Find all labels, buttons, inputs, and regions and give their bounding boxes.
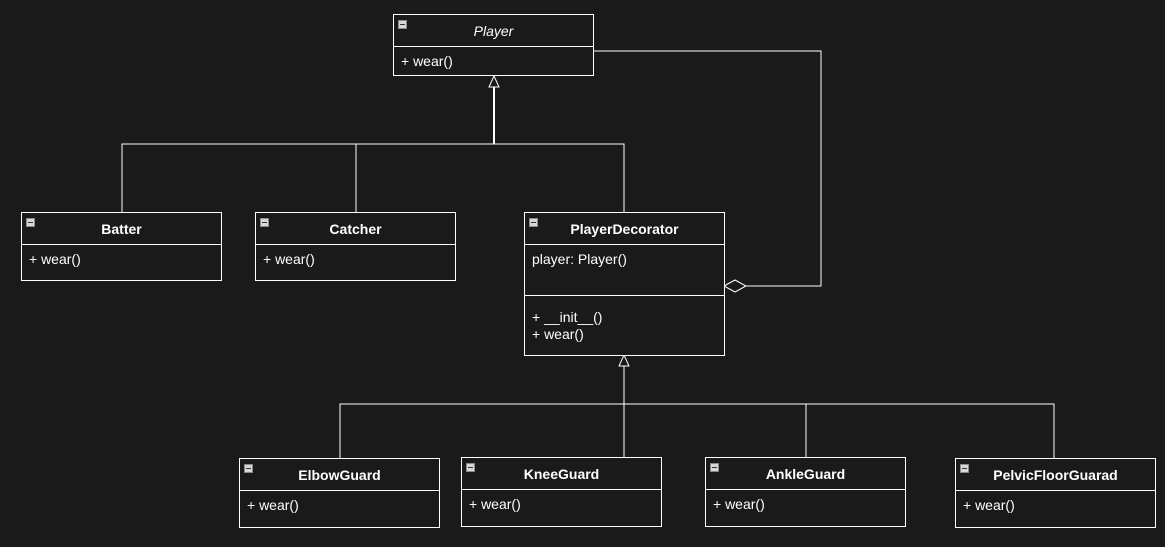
operations-section: + wear(): [22, 245, 221, 274]
edge-pelvicguard-to-decorator: [806, 403, 1055, 458]
class-header: ElbowGuard: [240, 459, 439, 491]
edge-decorator-to-player: [494, 143, 625, 212]
class-knee-guard[interactable]: KneeGuard + wear(): [461, 457, 662, 527]
class-header: Catcher: [256, 213, 455, 245]
class-name: ElbowGuard: [298, 467, 381, 483]
generalization-player: [121, 74, 625, 212]
class-header: Batter: [22, 213, 221, 245]
attribute: player: Player(): [532, 251, 627, 267]
operations-section: + wear(): [706, 490, 905, 519]
operation: + wear(): [263, 251, 315, 267]
edge-batter-to-player: [121, 143, 494, 212]
operation: + wear(): [469, 496, 521, 512]
class-header: AnkleGuard: [706, 458, 905, 490]
operation: + wear(): [401, 53, 453, 69]
class-header: PlayerDecorator: [525, 213, 724, 245]
collapse-icon[interactable]: [960, 464, 969, 473]
class-header: PelvicFloorGuarad: [956, 459, 1155, 491]
class-name: PlayerDecorator: [570, 221, 679, 237]
operation: + wear(): [713, 496, 765, 512]
class-ankle-guard[interactable]: AnkleGuard + wear(): [705, 457, 906, 527]
class-name: Player: [473, 23, 514, 39]
operations-section: + __init__() + wear(): [525, 296, 724, 349]
collapse-icon[interactable]: [529, 218, 538, 227]
class-player[interactable]: Player + wear(): [393, 14, 594, 76]
operation: + wear(): [29, 251, 81, 267]
operation: + wear(): [247, 497, 299, 513]
collapse-icon[interactable]: [398, 20, 407, 29]
class-batter[interactable]: Batter + wear(): [21, 212, 222, 281]
class-name: KneeGuard: [523, 466, 600, 482]
inheritance-arrowhead-decorator: [618, 353, 630, 367]
inheritance-arrowhead-player: [488, 74, 500, 88]
operations-section: + wear(): [394, 47, 593, 76]
class-header: Player: [394, 15, 593, 47]
class-catcher[interactable]: Catcher + wear(): [255, 212, 456, 281]
operation: + __init__(): [532, 309, 603, 325]
class-elbow-guard[interactable]: ElbowGuard + wear(): [239, 458, 440, 528]
operations-section: + wear(): [956, 491, 1155, 520]
class-name: Catcher: [329, 221, 382, 237]
attributes-section: player: Player(): [525, 245, 724, 296]
collapse-icon[interactable]: [466, 463, 475, 472]
operation: + wear(): [963, 497, 1015, 513]
class-pelvic-floor-guarad[interactable]: PelvicFloorGuarad + wear(): [955, 458, 1156, 528]
aggregation-decorator-player: [594, 50, 822, 293]
class-name: PelvicFloorGuarad: [993, 467, 1118, 483]
collapse-icon[interactable]: [26, 218, 35, 227]
operation: + wear(): [532, 326, 584, 342]
collapse-icon[interactable]: [260, 218, 269, 227]
operations-section: + wear(): [462, 490, 661, 519]
operations-section: + wear(): [240, 491, 439, 520]
aggregation-edge: [594, 50, 822, 287]
collapse-icon[interactable]: [244, 464, 253, 473]
class-name: AnkleGuard: [765, 466, 846, 482]
collapse-icon[interactable]: [710, 463, 719, 472]
class-header: KneeGuard: [462, 458, 661, 490]
generalization-decorator: [339, 353, 1055, 458]
class-name: Batter: [101, 221, 142, 237]
edge-elbowguard-to-decorator: [339, 403, 624, 458]
operations-section: + wear(): [256, 245, 455, 274]
aggregation-diamond: [722, 279, 748, 293]
class-player-decorator[interactable]: PlayerDecorator player: Player() + __ini…: [524, 212, 725, 356]
edge-ankleguard-to-decorator: [624, 403, 807, 458]
